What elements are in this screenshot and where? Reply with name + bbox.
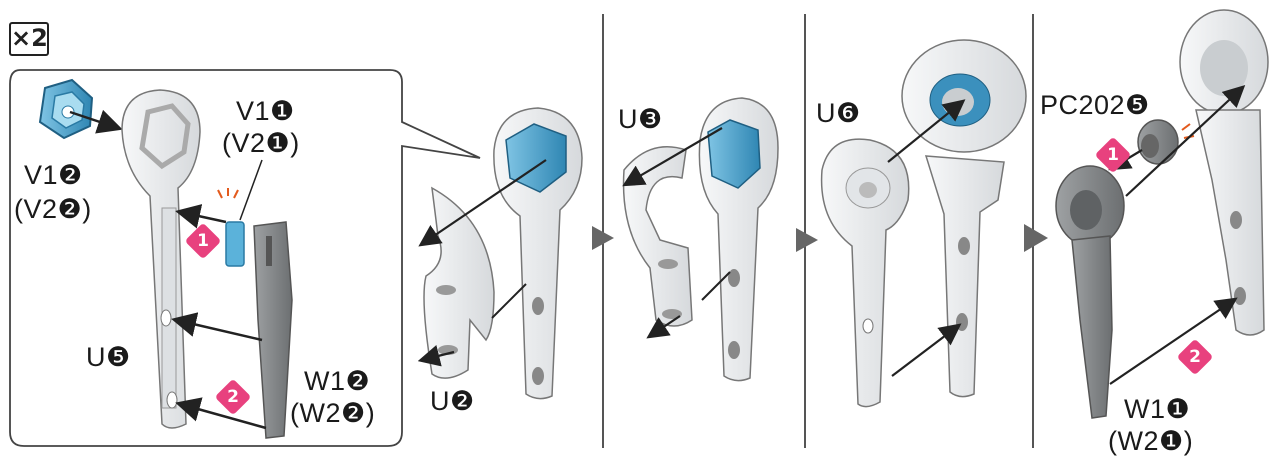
panel4-cap-part	[1138, 120, 1178, 164]
step-badge-1: 1	[185, 223, 222, 260]
step-badge-2: 2	[215, 379, 252, 416]
panel3-part-label: U❻	[816, 98, 861, 128]
hex-part-label-alt: (V2❷)	[14, 194, 92, 224]
frame-part-label: U❺	[86, 342, 131, 372]
panel1-cover-part	[424, 188, 494, 378]
next-step-arrow	[796, 228, 818, 252]
bar-part-label: W1❷	[304, 366, 370, 396]
multiplier-badge: ×2	[9, 22, 49, 56]
panel2-part-u3	[624, 147, 692, 326]
next-step-arrow	[1024, 224, 1048, 252]
step-badge-2: 2	[1177, 339, 1214, 376]
hex-part-label: V1❷	[24, 160, 83, 190]
panel4-bar-label: W1❶	[1124, 394, 1190, 424]
panel1-base-part	[494, 108, 582, 399]
clip-part	[226, 222, 244, 266]
bar-part-label-alt: (W2❷)	[290, 398, 375, 428]
panel4-part-label: PC202❺	[1040, 90, 1150, 120]
panel2-part-label: U❸	[618, 104, 663, 134]
clip-part-label-alt: (V2❶)	[222, 128, 300, 158]
panel2-base-part	[699, 98, 778, 381]
panel4-frame-part	[1180, 10, 1268, 335]
panel3-bar-part	[822, 139, 909, 406]
clip-part-label: V1❶	[236, 96, 295, 126]
panel1-part-label: U❷	[430, 386, 475, 416]
panel4-bar-label-alt: (W2❶)	[1108, 426, 1193, 456]
panel3-base-part	[926, 156, 1004, 397]
step-badge-1: 1	[1095, 137, 1132, 174]
